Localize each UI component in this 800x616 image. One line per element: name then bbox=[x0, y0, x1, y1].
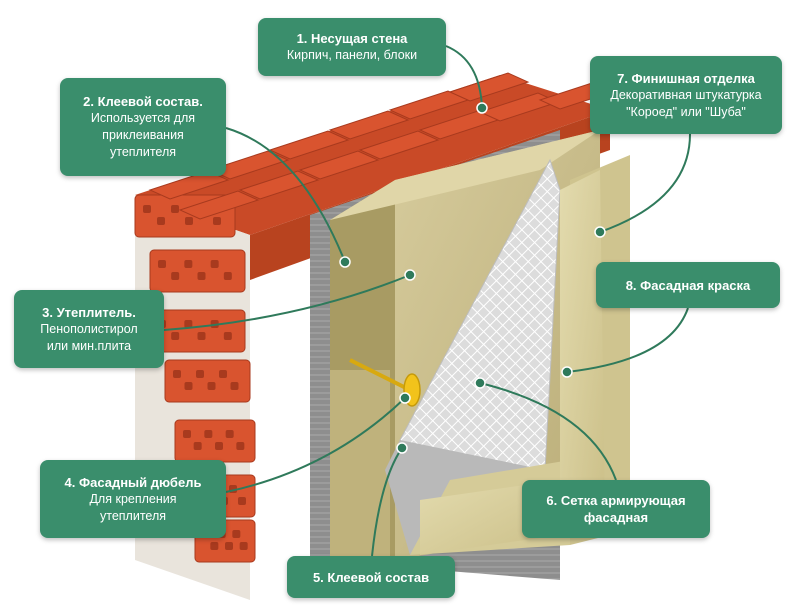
callout-desc: фасадная bbox=[583, 510, 649, 525]
leader-dot bbox=[339, 256, 351, 268]
callout-desc: Пенополистирол bbox=[40, 321, 138, 336]
brick bbox=[149, 249, 246, 293]
callout-load-bearing-wall: 1. Несущая стена Кирпич, панели, блоки bbox=[258, 18, 446, 76]
leader-dot bbox=[399, 392, 411, 404]
callout-title: 3. Утеплитель. bbox=[42, 304, 136, 320]
callout-desc: утеплителя bbox=[109, 145, 176, 159]
callout-facade-dowel: 4. Фасадный дюбель Для крепления утеплит… bbox=[40, 460, 226, 538]
callout-insulation: 3. Утеплитель. Пенополистирол или мин.пл… bbox=[14, 290, 164, 368]
callout-title: 7. Финишная отделка bbox=[617, 70, 755, 86]
brick-hole bbox=[238, 497, 246, 505]
callout-desc: приклеивания bbox=[102, 128, 184, 142]
brick bbox=[174, 419, 256, 463]
brick-hole bbox=[197, 332, 206, 340]
leader-line bbox=[163, 274, 411, 331]
brick-hole bbox=[207, 382, 216, 390]
brick-hole bbox=[225, 430, 234, 438]
brick-hole bbox=[225, 542, 233, 550]
brick-hole bbox=[196, 370, 204, 378]
brick-top bbox=[148, 170, 230, 200]
callout-title: 5. Клеевой состав bbox=[312, 569, 430, 585]
leader-dot bbox=[404, 269, 416, 281]
brick-hole bbox=[193, 442, 202, 450]
brick-hole bbox=[185, 217, 193, 225]
brick-hole bbox=[230, 382, 239, 390]
brick-hole bbox=[173, 370, 181, 378]
brick-hole bbox=[143, 205, 151, 213]
leader-line bbox=[371, 447, 403, 557]
callout-title: 6. Сетка армирующая bbox=[546, 493, 686, 508]
leader-line bbox=[445, 45, 483, 109]
leader-lines bbox=[163, 45, 691, 557]
callout-desc: Для крепления bbox=[89, 491, 177, 506]
brick-top bbox=[298, 150, 380, 180]
leader-dot bbox=[396, 442, 408, 454]
brick-hole bbox=[184, 382, 193, 390]
callout-desc: утеплителя bbox=[99, 508, 166, 523]
callout-desc: Используется для bbox=[90, 111, 196, 125]
leader-dot bbox=[561, 366, 573, 378]
brick-hole bbox=[219, 370, 227, 378]
brick-hole bbox=[171, 272, 180, 280]
brick-hole bbox=[223, 332, 232, 340]
callout-desc: Кирпич, панели, блоки bbox=[286, 48, 418, 62]
callout-finish-plaster: 7. Финишная отделка Декоративная штукату… bbox=[590, 56, 782, 134]
callout-desc: Декоративная штукатурка bbox=[610, 87, 762, 102]
brick bbox=[149, 309, 246, 353]
callout-desc: или мин.плита bbox=[46, 338, 132, 353]
brick-hole bbox=[171, 205, 179, 213]
callout-title: 2. Клеевой состав. bbox=[83, 94, 203, 109]
brick-hole bbox=[171, 332, 180, 340]
brick-hole bbox=[232, 530, 241, 538]
leader-dot bbox=[476, 102, 488, 114]
brick-top bbox=[328, 110, 410, 140]
brick-top bbox=[178, 190, 260, 220]
callout-title: 4. Фасадный дюбель bbox=[64, 474, 202, 490]
brick-hole bbox=[239, 542, 248, 550]
leader-dot bbox=[594, 226, 606, 238]
leader-line bbox=[566, 307, 689, 373]
callout-adhesive: 2. Клеевой состав. Используется для прик… bbox=[60, 78, 226, 176]
leader-line bbox=[599, 133, 691, 233]
brick-top bbox=[208, 150, 290, 180]
brick-top bbox=[268, 130, 350, 160]
callout-desc: "Короед" или "Шуба" bbox=[626, 104, 746, 119]
callout-title: 1. Несущая стена bbox=[296, 31, 408, 46]
brick-top bbox=[448, 72, 530, 102]
leader-dot bbox=[474, 377, 486, 389]
callout-title: 8. Фасадная краска bbox=[625, 277, 751, 293]
brick-hole bbox=[183, 430, 191, 438]
brick-hole bbox=[215, 442, 223, 450]
brick-top bbox=[358, 130, 440, 160]
brick-hole bbox=[210, 260, 219, 268]
brick-hole bbox=[157, 217, 165, 225]
leader-line bbox=[225, 127, 346, 263]
brick-hole bbox=[236, 442, 245, 450]
callout-adhesive-base: 5. Клеевой состав bbox=[287, 556, 455, 598]
brick-hole bbox=[213, 217, 221, 225]
brick-hole bbox=[197, 272, 206, 280]
brick-hole bbox=[158, 260, 166, 268]
brick bbox=[164, 359, 251, 403]
brick-hole bbox=[223, 272, 232, 280]
brick-hole bbox=[184, 260, 193, 268]
callout-facade-paint: 8. Фасадная краска bbox=[596, 262, 780, 308]
leader-line bbox=[479, 382, 617, 481]
leader-line bbox=[225, 397, 406, 493]
brick-hole bbox=[184, 320, 193, 328]
brick-hole bbox=[204, 430, 213, 438]
brick-hole bbox=[210, 542, 219, 550]
callout-reinforcing-mesh: 6. Сетка армирующая фасадная bbox=[522, 480, 710, 538]
